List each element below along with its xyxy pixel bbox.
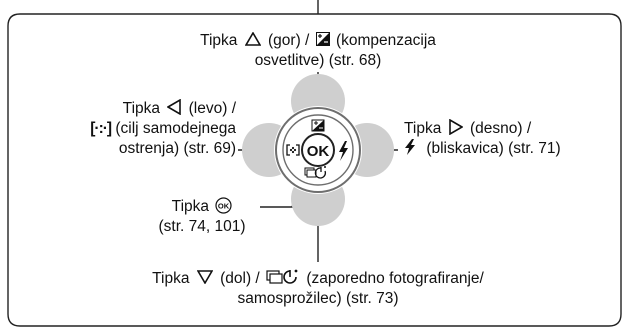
label-ok-line2: (str. 74, 101)	[158, 218, 246, 235]
label-up-after-symbol: (gor) /	[268, 32, 310, 49]
triangle-right-icon	[448, 118, 464, 136]
dial-af-target-icon	[286, 144, 300, 156]
triangle-up-icon	[244, 31, 262, 46]
label-up-word: Tipka	[200, 32, 238, 49]
label-down-line2: samosprožilec) (str. 73)	[237, 290, 399, 307]
ok-button-label: OK	[307, 143, 330, 160]
label-down-line1: Tipka (dol) / (zaporedno fotografiranje/	[120, 269, 516, 289]
label-up-line1: Tipka (gor) / (kompenzacija	[170, 31, 466, 51]
label-left: Tipka (levo) / [·:·] (cilj samodejnega o…	[24, 98, 236, 159]
label-right: Tipka (desno) / (bliskavica) (str. 71)	[404, 118, 619, 159]
dial-flash-icon	[339, 141, 348, 161]
dial-ring-inner	[282, 114, 354, 186]
exposure-compensation-icon	[315, 32, 330, 46]
label-down-after-icon: (zaporedno fotografiranje/	[306, 270, 484, 287]
label-up-line2: osvetlitve) (str. 68)	[254, 52, 382, 69]
dial-sequential-selftimer-icon	[304, 166, 327, 179]
flash-icon	[405, 139, 415, 155]
label-right-line2-text: (bliskavica) (str. 71)	[426, 140, 561, 157]
label-down-after-symbol: (dol) /	[220, 270, 260, 287]
label-ok-line1: Tipka OK	[148, 197, 256, 217]
sequential-selftimer-icon	[266, 269, 298, 284]
svg-text:OK: OK	[218, 201, 230, 210]
ok-button[interactable]	[301, 133, 335, 167]
label-down: Tipka (dol) / (zaporedno fotografiranje/…	[120, 269, 516, 309]
label-right-word: Tipka	[404, 120, 442, 137]
label-ok-word: Tipka	[171, 198, 209, 215]
label-right-line2: (bliskavica) (str. 71)	[404, 139, 619, 159]
label-left-line2: [·:·] (cilj samodejnega	[24, 119, 236, 139]
label-right-after: (desno) /	[469, 120, 532, 137]
label-left-word: Tipka	[122, 100, 160, 117]
label-down-word: Tipka	[152, 270, 190, 287]
frame-border	[7, 13, 622, 327]
triangle-down-icon	[196, 270, 214, 285]
triangle-left-icon	[166, 98, 182, 116]
arrow-pad-dial: OK	[242, 74, 394, 226]
label-up: Tipka (gor) / (kompenzacija osvetlitve) …	[170, 31, 466, 71]
label-left-line3: ostrenja) (str. 69)	[118, 140, 236, 157]
label-up-after-icon: (kompenzacija	[335, 32, 436, 49]
ok-circle-icon: OK	[215, 197, 232, 214]
label-left-line1: Tipka (levo) /	[24, 98, 236, 119]
label-left-line2-text: (cilj samodejnega	[115, 120, 236, 137]
dial-exposure-compensation-icon	[311, 119, 325, 132]
label-ok: Tipka OK (str. 74, 101)	[148, 197, 256, 237]
dial-ring-outer	[275, 107, 361, 193]
af-target-icon: [·:·]	[90, 120, 112, 137]
label-right-line1: Tipka (desno) /	[404, 118, 619, 139]
label-left-after: (levo) /	[188, 100, 236, 117]
